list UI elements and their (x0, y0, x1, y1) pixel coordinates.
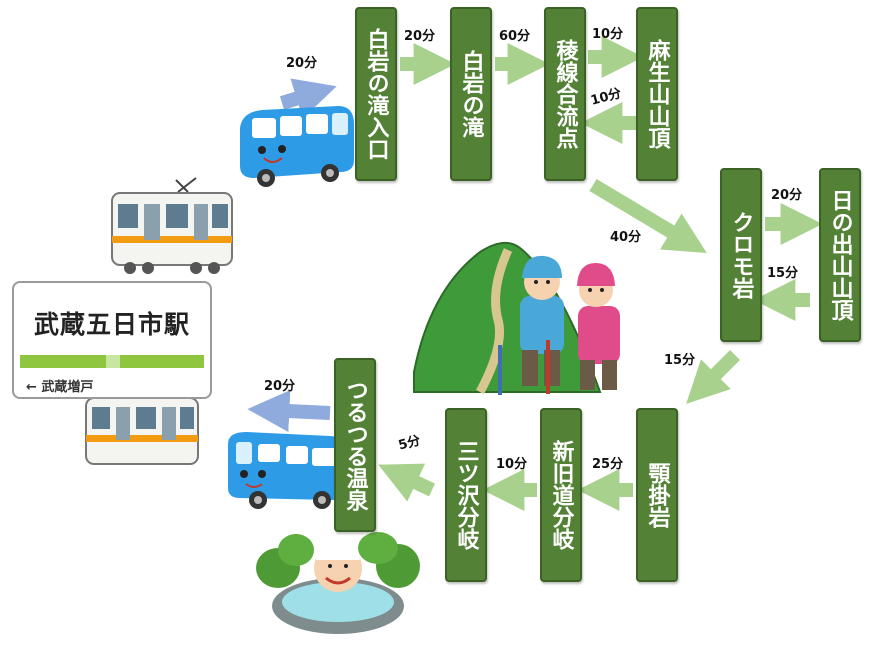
bus-icon (228, 432, 344, 509)
arrow-bus-from-onsen (247, 390, 331, 433)
hikers-icon (498, 255, 620, 395)
arrow-ryousen-to-kuromo (589, 178, 707, 254)
node-shiraiwa-taki: 白岩の滝 (450, 7, 492, 181)
train-icon (111, 177, 233, 274)
station-direction: ← 武蔵増戸 (26, 380, 94, 395)
node-kuromoiwa: クロモ岩 (720, 168, 762, 342)
time-hinode-to-kuromo: 15分 (767, 266, 799, 281)
hot-spring-icon (256, 532, 420, 634)
node-agokakeiwa: 顎掛岩 (636, 408, 678, 582)
time-start-to-taki: 20分 (404, 29, 436, 44)
time-ryousen-to-asou: 10分 (592, 27, 624, 42)
station-marker (106, 355, 120, 368)
time-kuromo-to-hinode: 20分 (771, 188, 803, 203)
node-shinkyudou-bunki: 新旧道分岐 (540, 408, 582, 582)
station-name: 武蔵五日市駅 (33, 310, 190, 339)
time-bus-to-start: 20分 (286, 56, 318, 71)
time-kuromo-to-ago: 15分 (664, 353, 696, 368)
time-ago-to-shinkyu: 25分 (592, 457, 624, 472)
node-ryousen-goryuten: 稜線合流点 (544, 7, 586, 181)
node-tsurutsuru-onsen: つるつる温泉 (334, 358, 376, 532)
time-bus-from-onsen: 20分 (264, 379, 296, 394)
bus-icon (240, 106, 354, 187)
time-ryousen-to-kuromo: 40分 (610, 230, 642, 245)
node-hinode-sancho: 日の出山山頂 (819, 168, 861, 342)
station-sign: 武蔵五日市駅 ← 武蔵増戸 (12, 281, 212, 399)
arrow-bus-to-start (279, 78, 337, 119)
train-icon (85, 397, 199, 465)
arrow-mitsu-to-onsen (378, 463, 435, 502)
node-mitsuzawa-bunki: 三ツ沢分岐 (445, 408, 487, 582)
node-shiraiwa-iriguchi: 白岩の滝入口 (355, 7, 397, 181)
time-shinkyu-to-mitsu: 10分 (496, 457, 528, 472)
node-asou-sancho: 麻生山山頂 (636, 7, 678, 181)
mountain-icon (413, 241, 602, 395)
arrow-kuromo-to-ago (686, 350, 740, 404)
time-taki-to-ryousen: 60分 (499, 29, 531, 44)
